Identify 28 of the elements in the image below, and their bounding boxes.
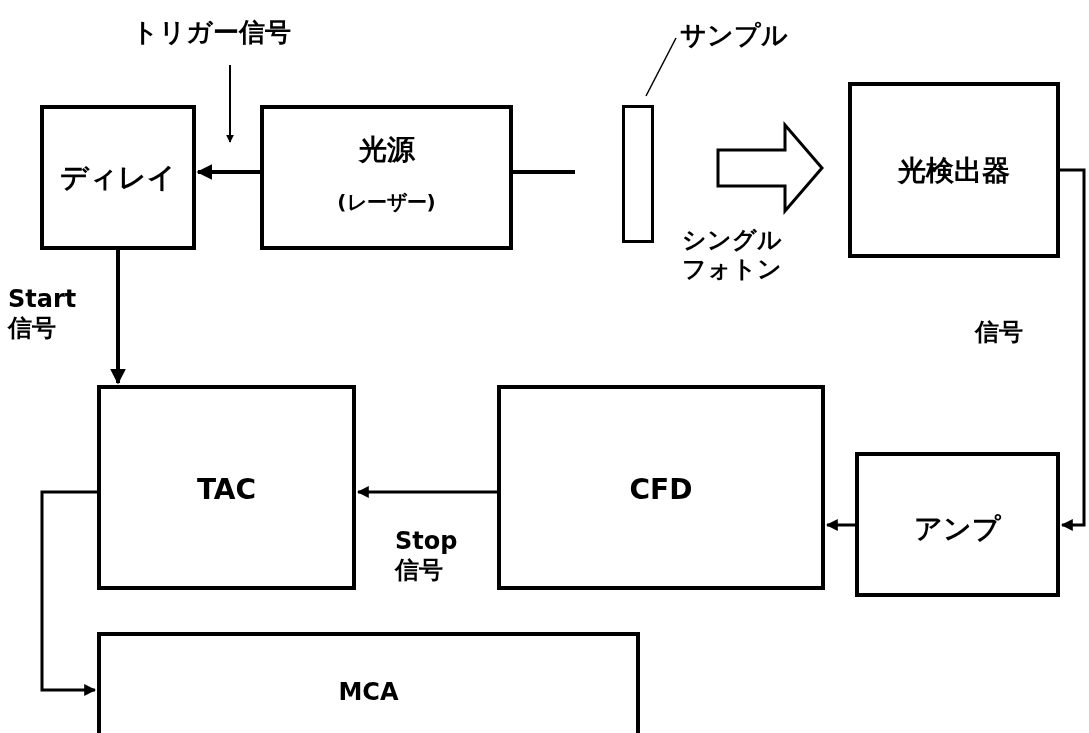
block-arrow xyxy=(716,120,824,216)
process-box xyxy=(497,385,825,590)
box-label: TAC xyxy=(195,473,258,506)
box-label: (レーザー) xyxy=(336,189,437,216)
sample-bar xyxy=(622,105,654,243)
arrow xyxy=(356,486,497,498)
arrow xyxy=(196,164,260,180)
leader-line xyxy=(645,37,677,97)
arrow xyxy=(226,64,234,143)
process-box xyxy=(855,452,1060,597)
process-box xyxy=(848,82,1060,258)
box-label: アンプ xyxy=(913,511,1002,547)
process-box xyxy=(40,105,196,250)
sample-label: サンプル xyxy=(680,18,788,53)
box-label: CFD xyxy=(628,473,694,506)
process-box xyxy=(97,385,356,590)
arrow xyxy=(40,490,97,696)
box-label: MCA xyxy=(337,678,400,706)
arrow xyxy=(110,250,126,385)
line xyxy=(513,170,575,174)
box-label: 光源 xyxy=(357,132,416,168)
process-box xyxy=(260,105,513,250)
box-label: 光検出器 xyxy=(896,153,1011,189)
arrow xyxy=(1060,168,1086,531)
process-box xyxy=(97,632,640,733)
arrow xyxy=(825,519,855,531)
box-label: ディレイ xyxy=(59,160,177,196)
signal-label: トリガー信号 xyxy=(132,15,291,50)
